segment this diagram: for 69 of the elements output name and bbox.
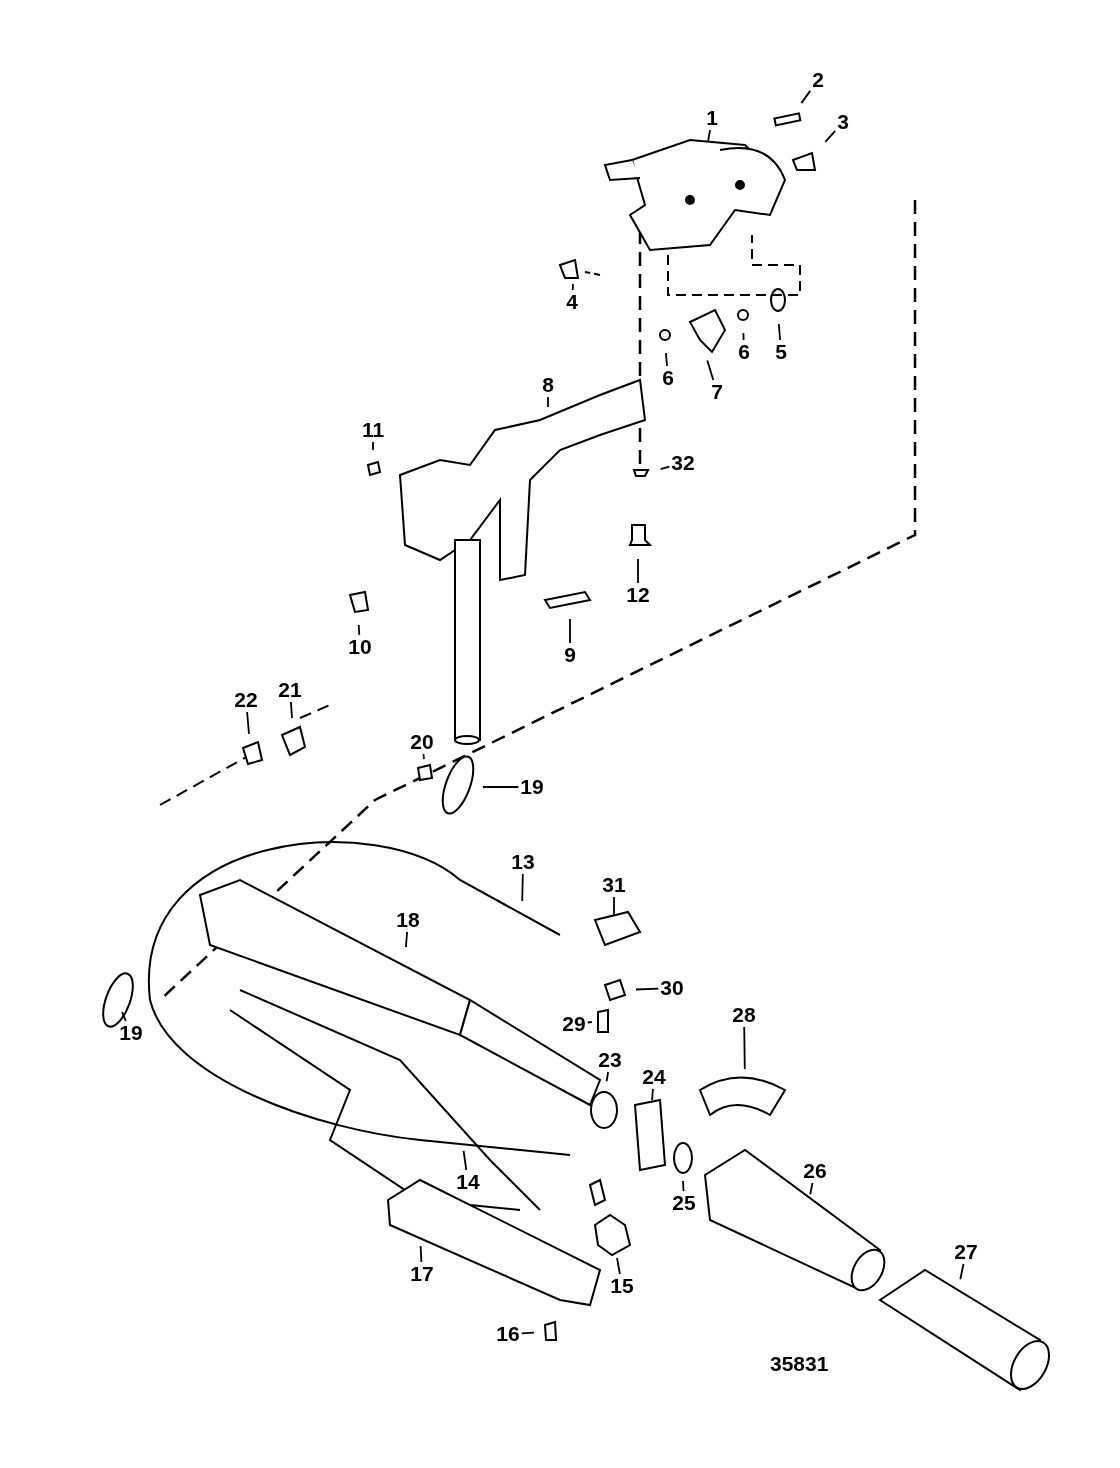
leader-line: [637, 558, 639, 584]
leader-line: [616, 1257, 621, 1275]
leader-line: [742, 332, 745, 341]
callout-number: 8: [541, 374, 555, 396]
callout-number: 32: [670, 452, 696, 474]
leader-line: [547, 396, 549, 408]
leader-line: [462, 1150, 468, 1171]
callout-number: 22: [233, 689, 259, 711]
callout-number: 9: [563, 644, 577, 666]
callout-number: 5: [774, 341, 788, 363]
callout-number: 19: [519, 776, 545, 798]
leader-line: [246, 711, 250, 735]
leader-line: [665, 352, 668, 367]
callout-number: 21: [277, 679, 303, 701]
callout-number: 18: [395, 909, 421, 931]
leader-line: [372, 441, 374, 451]
leader-line: [290, 701, 293, 719]
callout-number: 3: [836, 111, 850, 133]
leader-line: [605, 1071, 609, 1082]
callout-number: 10: [347, 636, 373, 658]
callout-number: 28: [731, 1004, 757, 1026]
callout-number: 20: [409, 731, 435, 753]
callout-number: 6: [737, 341, 751, 363]
leader-line: [777, 323, 781, 341]
leader-line: [613, 896, 615, 916]
callout-number: 14: [455, 1171, 481, 1193]
callout-number: 27: [953, 1241, 979, 1263]
callout-number: 6: [661, 367, 675, 389]
leader-line: [121, 1011, 127, 1022]
callout-number: 1: [705, 107, 719, 129]
callout-number: 31: [601, 874, 627, 896]
callout-number: 24: [641, 1066, 667, 1088]
leader-line: [357, 624, 361, 636]
leader-line: [800, 90, 812, 104]
leader-line: [809, 1182, 814, 1196]
leader-line: [586, 1021, 593, 1024]
callout-number: 15: [609, 1275, 635, 1297]
callout-number: 26: [802, 1160, 828, 1182]
leader-line: [959, 1263, 965, 1281]
callout-number: 16: [495, 1323, 521, 1345]
callout-number: 2: [811, 69, 825, 91]
leader-line: [571, 283, 574, 291]
callout-number: 4: [565, 291, 579, 313]
leader-line: [682, 1180, 685, 1192]
callout-number: 25: [671, 1192, 697, 1214]
leader-line: [707, 129, 711, 143]
leader-line: [651, 1088, 654, 1101]
leader-line: [569, 618, 571, 644]
leader-line: [824, 129, 837, 143]
callout-number: 29: [561, 1013, 587, 1035]
leader-line: [743, 1026, 746, 1070]
callout-number: 12: [625, 584, 651, 606]
leader-line: [706, 359, 715, 381]
callout-number: 19: [118, 1022, 144, 1044]
leader-line: [482, 786, 520, 788]
leader-line: [521, 873, 524, 902]
leader-line: [520, 1331, 535, 1335]
leader-line: [659, 465, 671, 470]
leader-line: [422, 753, 425, 760]
callout-number: 11: [360, 419, 386, 441]
callout-number: 17: [409, 1263, 435, 1285]
drawing-number: 35831: [770, 1352, 829, 1376]
leader-line: [635, 987, 660, 991]
leader-line: [419, 1245, 423, 1263]
callout-number: 23: [597, 1049, 623, 1071]
leader-line: [405, 931, 408, 948]
callout-number: 13: [510, 851, 536, 873]
callout-number: 30: [659, 977, 685, 999]
callout-number: 7: [710, 381, 724, 403]
